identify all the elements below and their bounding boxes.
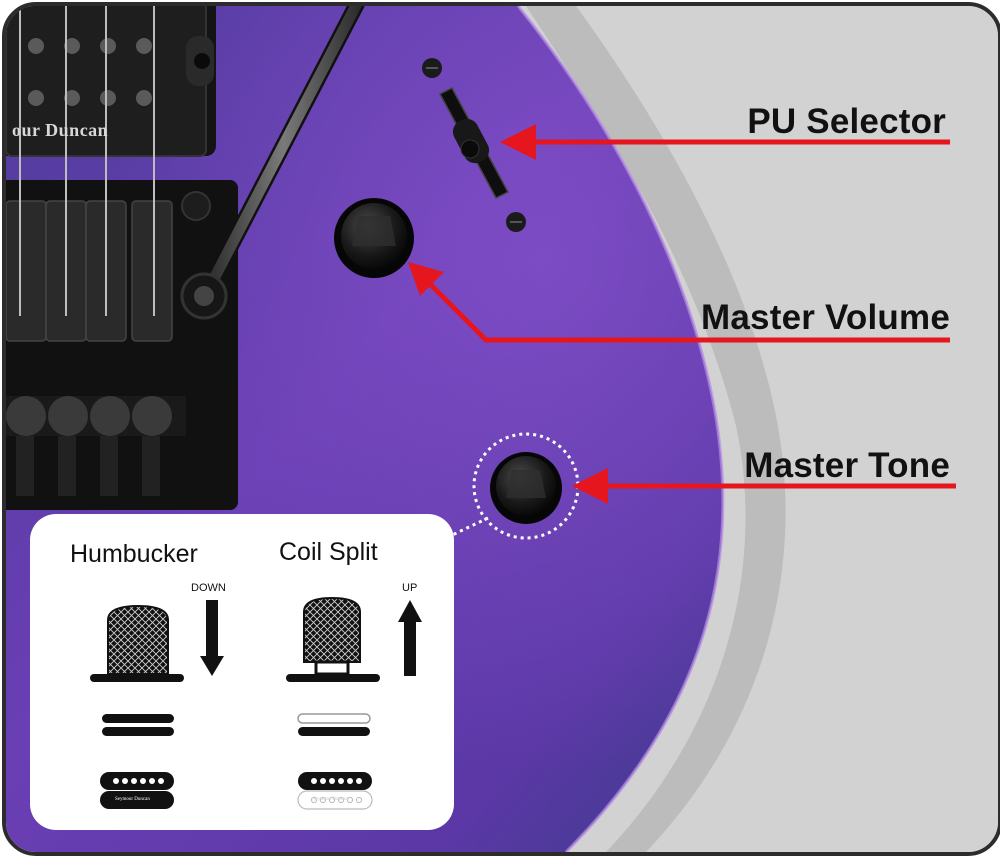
humbucker-pickup-icon (100, 772, 174, 809)
humbucker-title: Humbucker (70, 540, 198, 568)
arrow-master-tone (572, 468, 956, 504)
humbucker-pickup-brand: Seymour Duncan (115, 797, 150, 802)
master-volume-label: Master Volume (701, 298, 950, 337)
inset-diagram (90, 596, 422, 810)
coil-split-title: Coil Split (279, 538, 378, 566)
tremolo-arm (180, 6, 365, 320)
humbucker-coils-icon (102, 714, 174, 736)
pickup-brand-text: our Duncan (12, 120, 109, 140)
humbucker-knob-icon (90, 604, 184, 682)
bridge (6, 180, 238, 510)
coil-split-pickup-icon (297, 772, 373, 810)
arrow-pu-selector (500, 124, 950, 160)
master-tone-label: Master Tone (744, 446, 950, 485)
coil-split-pickup-brand: Seymour Duncan (313, 797, 348, 802)
master-volume-knob (334, 198, 414, 278)
coil-split-inset: Humbucker Coil Split DOWN UP (30, 514, 454, 830)
arrow-master-volume (408, 262, 950, 343)
strings (19, 6, 155, 316)
up-label: UP (402, 582, 418, 594)
coil-split-coils-icon (297, 713, 371, 736)
humbucker-pickup (6, 6, 216, 157)
down-arrow-icon (200, 600, 224, 676)
down-label: DOWN (191, 582, 226, 594)
pu-selector-label: PU Selector (747, 102, 946, 141)
master-tone-knob (445, 432, 580, 540)
pu-selector-switch (422, 58, 526, 232)
up-arrow-icon (398, 600, 422, 676)
coil-split-knob-icon (286, 596, 380, 682)
